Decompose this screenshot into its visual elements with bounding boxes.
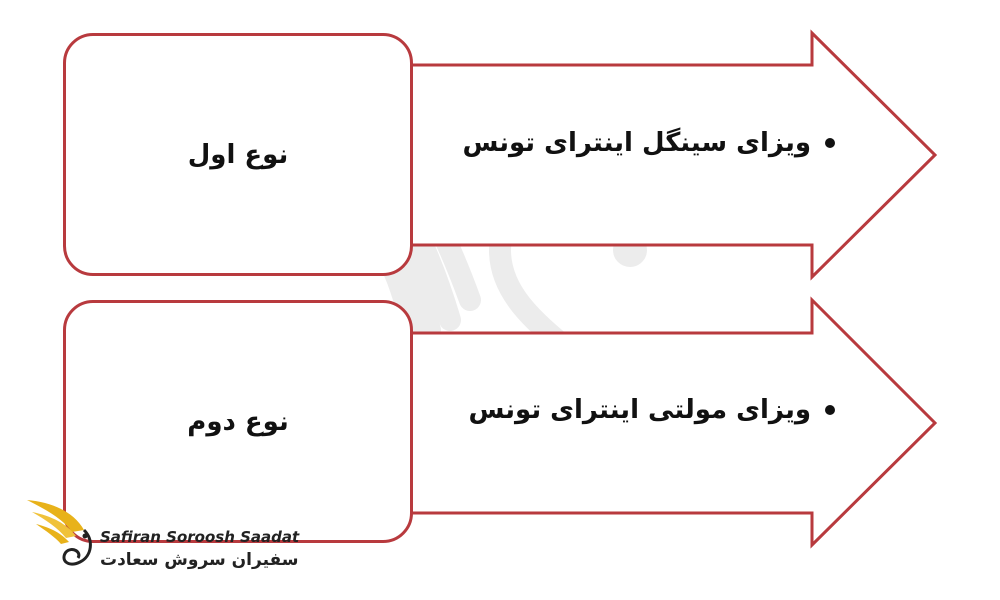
bullet-text-2: ویزای مولتی اینترای تونس: [468, 395, 811, 425]
bullet-dot-icon: [825, 138, 835, 148]
bullet-row-2: ویزای مولتی اینترای تونس: [469, 395, 835, 425]
type-label-1: نوع اول: [187, 139, 289, 170]
type-label-2: نوع دوم: [187, 406, 289, 437]
arrow-shape-1: [410, 29, 938, 281]
type-box-1: نوع اول: [63, 33, 413, 276]
bullet-row-1: ویزای سینگل اینترای تونس: [462, 128, 835, 158]
logo-name-en: Safiran Soroosh Saadat: [100, 528, 300, 546]
arrow-shape-2: [410, 296, 938, 549]
logo-name-fa: سفیران سروش سعادت: [100, 550, 299, 570]
bullet-text-1: ویزای سینگل اینترای تونس: [462, 128, 811, 158]
logo-wing-icon: [27, 500, 92, 566]
bullet-dot-icon: [825, 405, 835, 415]
company-logo: Safiran Soroosh Saadat سفیران سروش سعادت: [22, 492, 299, 587]
type-box-2: نوع دوم: [63, 300, 413, 543]
